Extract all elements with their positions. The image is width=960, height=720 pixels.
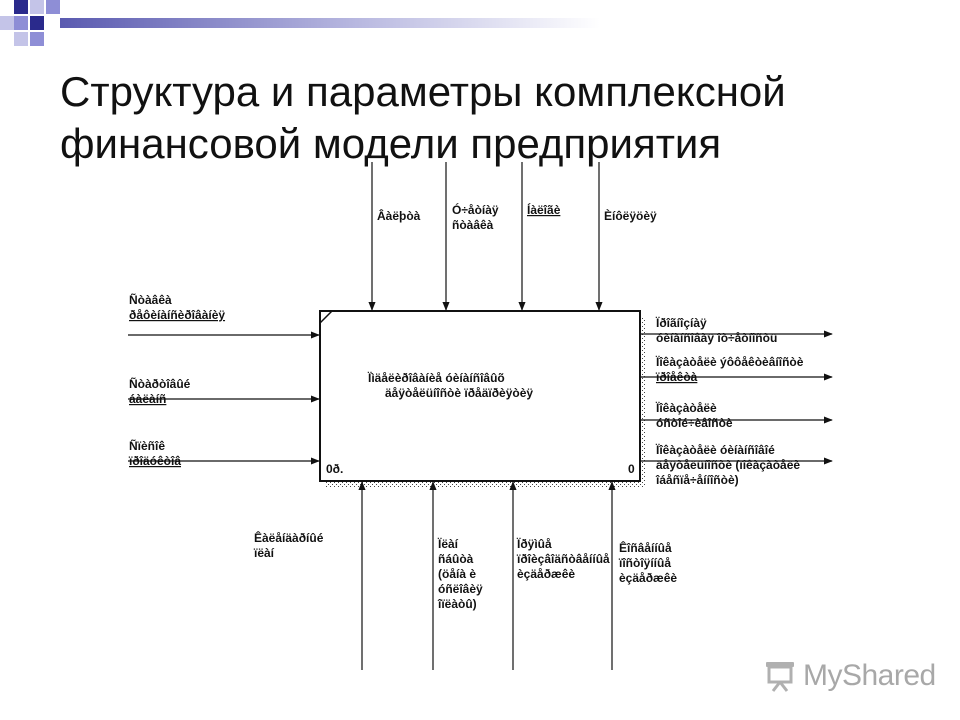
deco-square xyxy=(14,16,28,30)
corner-decoration xyxy=(0,0,600,46)
deco-square xyxy=(30,32,44,46)
deco-square xyxy=(14,0,28,14)
node-id: 0ð. xyxy=(326,462,343,476)
deco-square xyxy=(14,32,28,46)
deco-square xyxy=(0,16,14,30)
input-label: Ñïèñîê ïðîäóêòîâ xyxy=(128,438,181,468)
box-corner-mark xyxy=(319,310,333,324)
control-arrows xyxy=(368,162,603,311)
output-label: Ïðîãíîçíàÿ óèíàíñîâàÿ îò÷åòíîñòü xyxy=(655,315,777,345)
input-label: Ñòàâêà ðåôèíàíñèðîâàíèÿ xyxy=(129,292,225,322)
deco-square xyxy=(30,16,44,30)
slide-title-line: Структура и параметры комплексной xyxy=(60,68,786,115)
output-label: Ïîêàçàòåëè óñòîé÷èâîñòè xyxy=(655,400,733,430)
slide-title: Структура и параметры комплексной финанс… xyxy=(60,66,940,170)
input-arrows xyxy=(128,331,320,465)
input-label: Ñòàðòîâûé áàëàíñ xyxy=(129,376,194,406)
watermark-text: MyShared xyxy=(803,659,936,692)
watermark: MyShared xyxy=(763,652,936,700)
function-box-label: Ïìäåëèðîâàíèå óèíàíñîâûõ xyxy=(367,370,505,385)
output-arrows xyxy=(641,330,833,465)
function-box[interactable] xyxy=(319,310,641,482)
mechanism-label: Ïëàí ñáûòà (öåíà è óñëîâèÿ îïëàòû) xyxy=(437,536,486,611)
mechanism-label: Ïðÿìûå ïðîèçâîäñòâåííûå èçäåðæêè xyxy=(516,536,613,581)
slide-title-line: финансовой модели предприятия xyxy=(60,120,722,167)
presentation-icon xyxy=(766,662,794,692)
box-number: 0 xyxy=(628,462,635,476)
control-label: Èíôëÿöèÿ xyxy=(604,208,657,223)
function-box-label: äåÿòåëüíîñòè ïðåäïðèÿòèÿ xyxy=(385,386,533,400)
deco-bar xyxy=(60,18,600,28)
output-label: Ïîêàçàòåëè ýôôåêòèâíîñòè ïðîåêòà xyxy=(655,354,807,384)
mechanism-label: Êàëåíäàðíûé ïëàí xyxy=(253,530,327,560)
control-label: Âàëþòà xyxy=(377,208,421,223)
mechanism-arrows xyxy=(358,481,616,670)
mechanism-label: Êîñâåííûå ïîñòîÿííûå èçäåðæêè xyxy=(618,540,677,585)
output-label: Ïîêàçàòåëè óèíàíñîâîé äåÿòåëüíîñòè (ïîêà… xyxy=(655,442,803,487)
control-label: Ó÷åòíàÿ ñòàâêà xyxy=(452,202,502,232)
deco-square xyxy=(46,0,60,14)
deco-square xyxy=(30,0,44,14)
control-label: Íàëîãè xyxy=(527,202,561,217)
